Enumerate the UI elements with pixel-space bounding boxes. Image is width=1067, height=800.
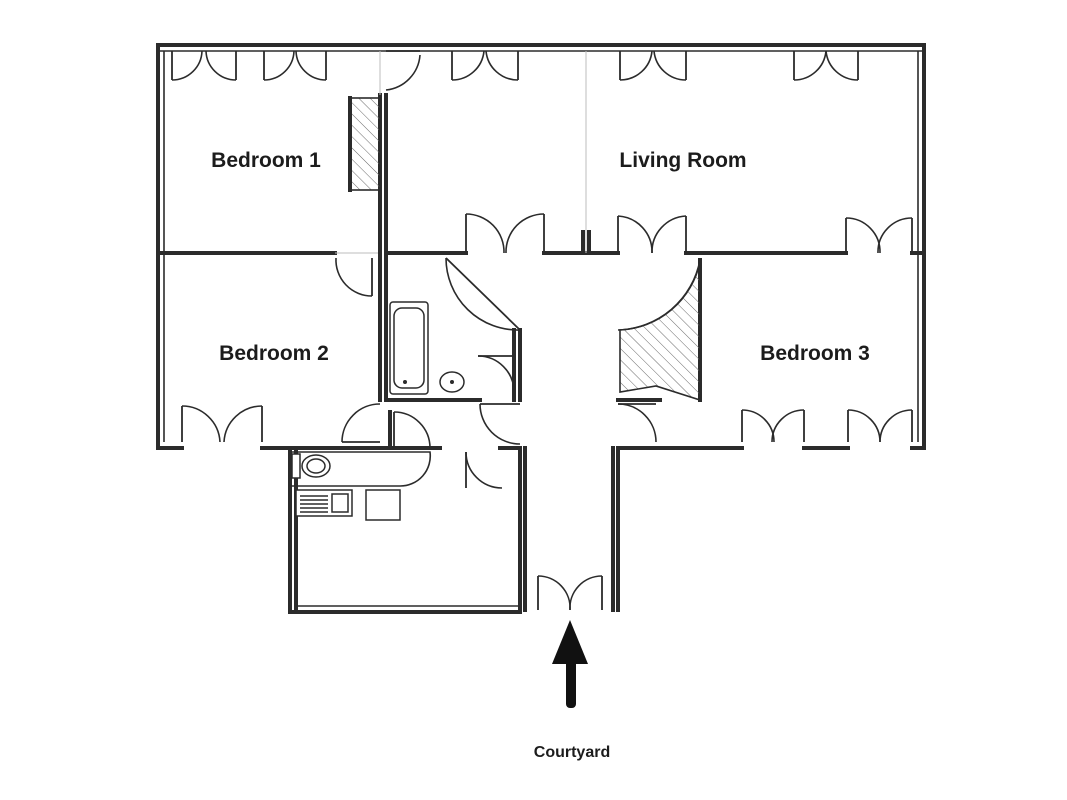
label-bedroom1: Bedroom 1 (211, 149, 321, 172)
label-living-room: Living Room (619, 149, 746, 172)
label-bedroom3: Bedroom 3 (760, 342, 870, 365)
kitchen-appliance (365, 489, 401, 521)
label-bedroom2: Bedroom 2 (219, 342, 329, 365)
outer-walls (156, 43, 926, 450)
bathroom-fixtures (389, 301, 465, 395)
wardrobe-bedroom3 (619, 261, 701, 402)
interior-doors (181, 213, 913, 611)
entrance-arrow (552, 620, 588, 708)
top-windows (171, 50, 859, 91)
toilet (291, 453, 301, 479)
label-courtyard: Courtyard (534, 744, 610, 761)
kitchen-fixtures (290, 451, 432, 521)
interior-walls (156, 51, 926, 614)
